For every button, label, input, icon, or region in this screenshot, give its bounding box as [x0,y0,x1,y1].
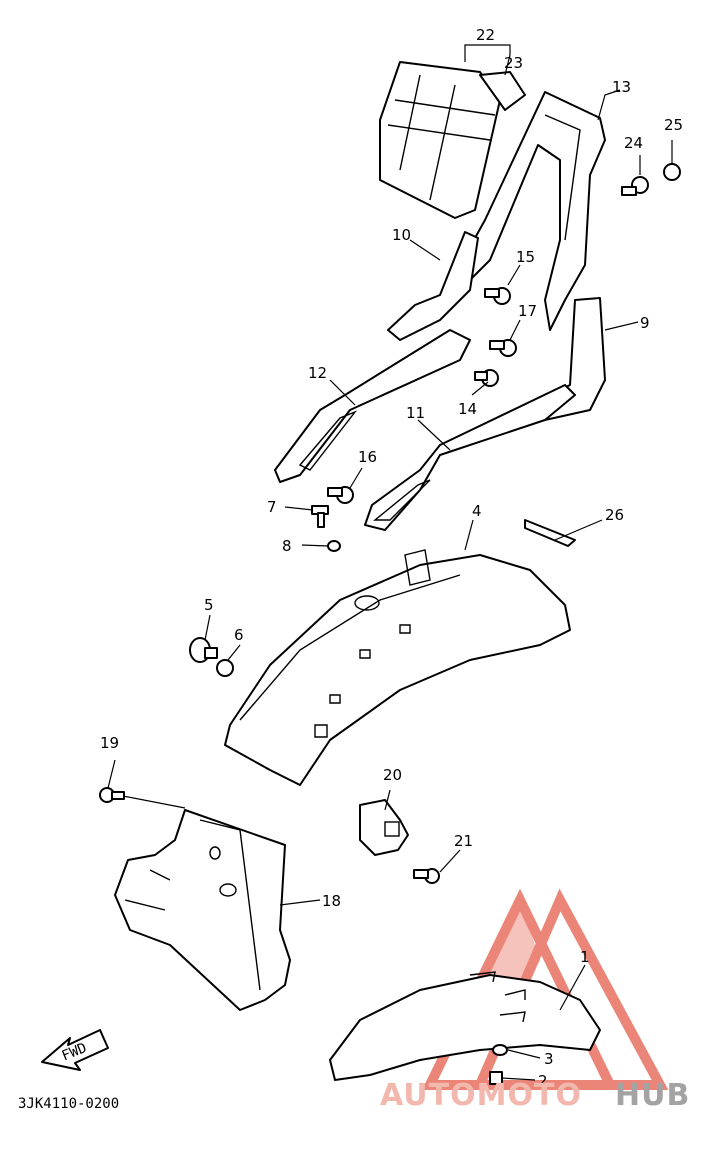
bolt-3 [492,1044,508,1056]
leader-lines [107,44,673,1081]
label-22: 22 [476,26,495,44]
label-20: 20 [383,766,402,784]
label-6: 6 [234,626,244,644]
screw-21 [413,868,440,884]
bracket-10 [387,231,479,341]
diagram-code: 3JK4110-0200 [18,1096,119,1112]
rail-11 [364,384,576,531]
bolt-16 [327,486,354,504]
label-13: 13 [612,78,631,96]
nut-8 [327,540,341,552]
label-12: 12 [308,364,327,382]
bolt-17 [489,339,517,357]
label-18: 18 [322,892,341,910]
label-26: 26 [605,506,624,524]
fwd-arrow-icon [41,1029,109,1071]
rear-fender [224,549,571,786]
label-21: 21 [454,832,473,850]
label-8: 8 [282,537,292,555]
label-4: 4 [472,502,482,520]
label-5: 5 [204,596,214,614]
label-3: 3 [544,1050,554,1068]
label-10: 10 [392,226,411,244]
label-9: 9 [640,314,650,332]
label-15: 15 [516,248,535,266]
bolt-14 [474,369,499,387]
watermark-text-automoto: AUTOMOTO [380,1078,582,1113]
label-2: 2 [538,1072,548,1090]
label-14: 14 [458,400,477,418]
label-7: 7 [267,498,277,516]
label-23: 23 [504,54,523,72]
bracket-20 [359,799,409,856]
front-fender-1 [329,971,601,1081]
label-16: 16 [358,448,377,466]
bolt-24 [621,176,649,196]
label-25: 25 [664,116,683,134]
backrest-pad [379,61,526,219]
watermark-text-hub: HUB [615,1078,690,1113]
label-11: 11 [406,404,425,422]
bolt-7 [311,505,329,528]
bolt-19 [99,787,125,803]
label-19: 19 [100,734,119,752]
rail-12 [274,329,471,483]
nut-25 [663,163,681,181]
label-1: 1 [580,948,590,966]
inner-fender-18 [114,809,291,1011]
part-labels: 22 23 13 25 24 10 15 17 9 12 14 11 16 7 … [100,26,683,1090]
nut-6 [216,659,234,677]
decal-26 [524,519,576,547]
bolt-15 [484,287,511,305]
label-24: 24 [624,134,643,152]
label-17: 17 [518,302,537,320]
bolt-5 [189,637,218,663]
